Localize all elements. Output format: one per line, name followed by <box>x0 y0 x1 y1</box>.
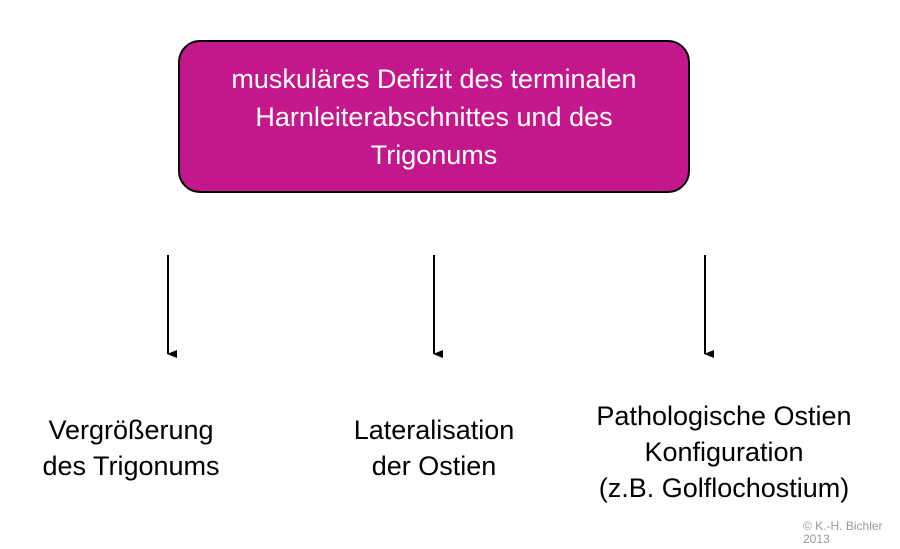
effect-pathological-ostia: Pathologische Ostien Konfiguration (z.B.… <box>568 398 880 506</box>
effect-ostia-lateralisation: Lateralisation der Ostien <box>330 412 538 484</box>
effect-text-line: Vergrößerung <box>48 415 214 445</box>
copyright-notice: © K.-H. Bichler 2013 <box>803 520 883 546</box>
copyright-year: 2013 <box>803 532 830 546</box>
cause-text-line: muskuläres Defizit des terminalen <box>231 63 637 94</box>
effect-text-line: des Trigonums <box>42 451 220 481</box>
effect-text-line: Konfiguration <box>644 437 804 467</box>
cause-box: muskuläres Defizit des terminalen Harnle… <box>178 40 690 193</box>
effect-trigonum-enlargement: Vergrößerung des Trigonums <box>20 412 242 484</box>
copyright-line: © K.-H. Bichler <box>803 519 883 533</box>
effect-text-line: Pathologische Ostien <box>596 401 852 431</box>
effect-text-line: Lateralisation <box>353 415 515 445</box>
cause-text-line: Trigonums <box>370 139 498 170</box>
effect-text-line: (z.B. Golflochostium) <box>598 473 850 503</box>
effect-text-line: der Ostien <box>371 451 497 481</box>
cause-text-line: Harnleiterabschnittes und des <box>255 101 613 132</box>
